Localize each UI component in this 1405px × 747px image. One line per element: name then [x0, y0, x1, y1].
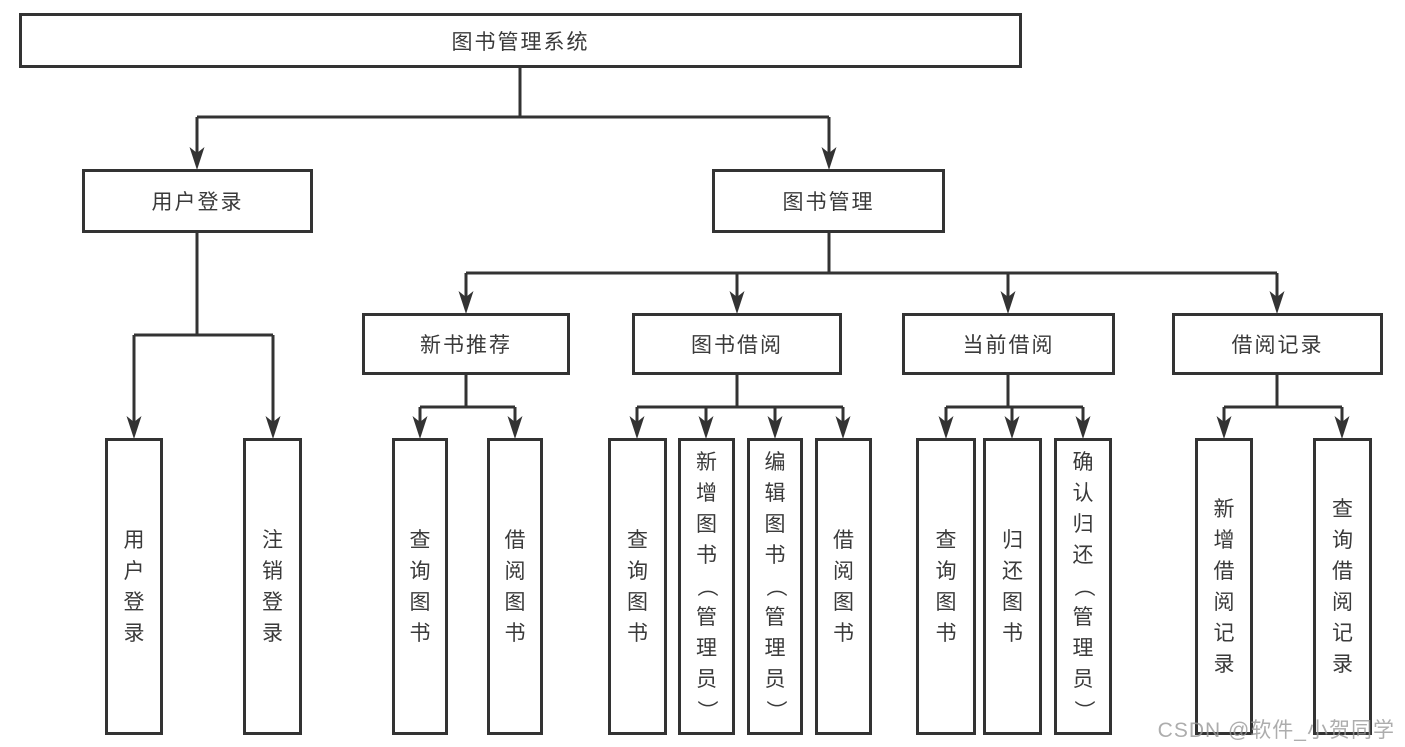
- leaf-user-login-label: 用户登录: [123, 528, 145, 645]
- leaf-query-borrow-record-label: 查询借阅记录: [1332, 497, 1353, 676]
- watermark: CSDN @软件_小贺同学: [1157, 719, 1395, 742]
- leaf-borrow-books-borrow-label: 借阅图书: [833, 528, 854, 645]
- leaf-query-books-current: 查询图书: [916, 438, 976, 735]
- section-borrow-records-label: 借阅记录: [1231, 334, 1324, 357]
- leaf-logout: 注销登录: [243, 438, 302, 735]
- section-book-borrow: 图书借阅: [632, 313, 842, 375]
- leaf-add-book-admin: 新增图书（管理员）: [678, 438, 735, 735]
- section-new-book-recommend: 新书推荐: [362, 313, 570, 375]
- leaf-query-books-recommend-label: 查询图书: [409, 528, 431, 645]
- leaf-logout-label: 注销登录: [262, 528, 283, 645]
- leaf-add-book-admin-label: 新增图书（管理员）: [695, 451, 718, 721]
- leaf-query-books-borrow: 查询图书: [608, 438, 667, 735]
- leaf-borrow-books-recommend-label: 借阅图书: [504, 528, 526, 645]
- leaf-add-borrow-record: 新增借阅记录: [1195, 438, 1253, 735]
- section-current-borrow: 当前借阅: [902, 313, 1115, 375]
- branch-book-management-label: 图书管理: [782, 191, 875, 214]
- section-book-borrow-label: 图书借阅: [691, 334, 783, 357]
- branch-user-login-label: 用户登录: [151, 191, 244, 214]
- section-borrow-records: 借阅记录: [1172, 313, 1383, 375]
- branch-book-management: 图书管理: [712, 169, 945, 233]
- leaf-user-login: 用户登录: [105, 438, 163, 735]
- branch-user-login: 用户登录: [82, 169, 313, 233]
- leaf-edit-book-admin-label: 编辑图书（管理员）: [763, 451, 787, 721]
- node-root: 图书管理系统: [19, 13, 1022, 68]
- leaf-query-borrow-record: 查询借阅记录: [1313, 438, 1372, 735]
- section-current-borrow-label: 当前借阅: [962, 334, 1055, 357]
- leaf-borrow-books-borrow: 借阅图书: [815, 438, 872, 735]
- leaf-borrow-books-recommend: 借阅图书: [487, 438, 543, 735]
- leaf-return-book: 归还图书: [983, 438, 1042, 735]
- leaf-edit-book-admin: 编辑图书（管理员）: [747, 438, 803, 735]
- leaf-query-books-recommend: 查询图书: [392, 438, 448, 735]
- node-root-label: 图书管理系统: [451, 30, 590, 54]
- leaf-confirm-return-admin-label: 确认归还（管理员）: [1071, 451, 1095, 721]
- leaf-add-borrow-record-label: 新增借阅记录: [1213, 497, 1235, 676]
- section-new-book-recommend-label: 新书推荐: [420, 334, 512, 357]
- leaf-query-books-current-label: 查询图书: [935, 528, 957, 645]
- leaf-confirm-return-admin: 确认归还（管理员）: [1054, 438, 1112, 735]
- leaf-return-book-label: 归还图书: [1002, 528, 1023, 645]
- leaf-query-books-borrow-label: 查询图书: [627, 528, 648, 645]
